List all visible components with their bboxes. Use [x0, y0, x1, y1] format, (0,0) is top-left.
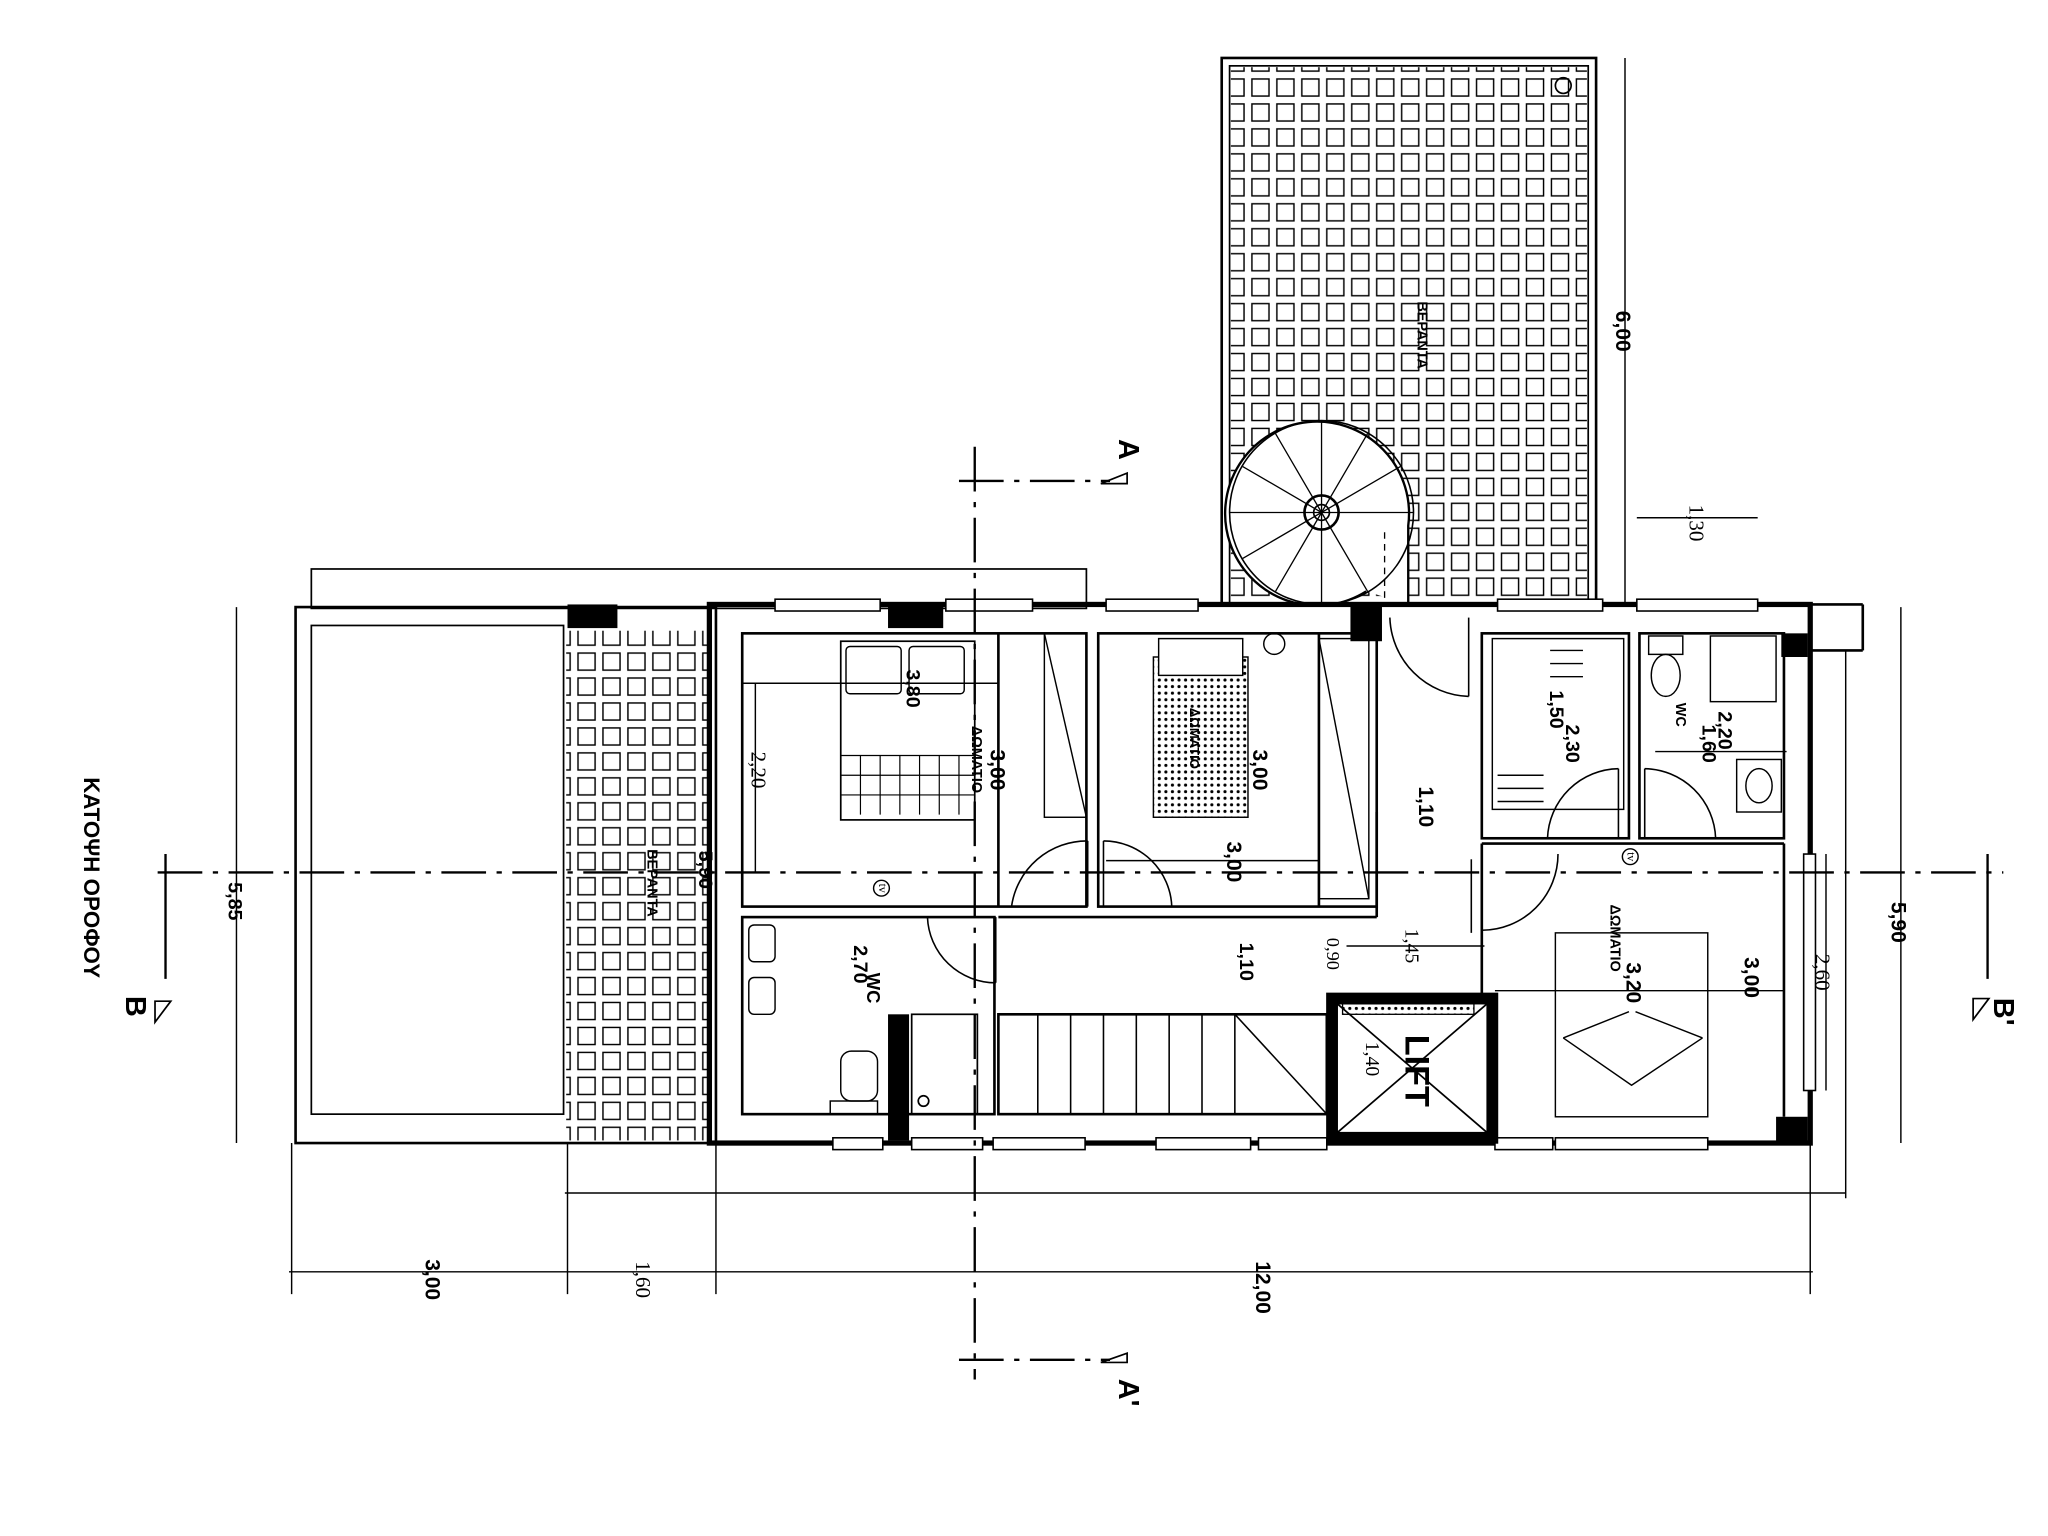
bedroom-1-label: ΔΩΜΑΤΙΟ — [968, 726, 984, 793]
dim-1-60-b: 1,60 — [631, 1261, 655, 1298]
section-lines — [154, 446, 2004, 1380]
left-veranda: ΒΕΡΑΝΤΑ — [294, 568, 1088, 1145]
plan-title: ΚΑΤΟΨΗ ΟΡΟΦΟΥ — [79, 777, 104, 978]
doors — [926, 617, 1717, 984]
dim-2-20-b: 2,20 — [1713, 711, 1735, 749]
dim-5-90-a: 5,90 — [694, 851, 716, 889]
dim-2-30: 2,30 — [1561, 725, 1583, 763]
labels: ΚΑΤΟΨΗ ΟΡΟΦΟΥ A A' B B' ΔΩΜΑΤΙΟ ΔΩΜΑΤΙΟ … — [79, 311, 2019, 1407]
lift-shaft: LIFT — [1326, 992, 1499, 1144]
dim-3-00-b: 3,00 — [1248, 750, 1271, 791]
dim-5-90-b: 5,90 — [1887, 902, 1910, 943]
dim-1-30: 1,30 — [1684, 505, 1708, 542]
veranda-left-label: ΒΕΡΑΝΤΑ — [644, 849, 660, 917]
dim-3-80: 3,80 — [901, 669, 923, 707]
drain-icon — [1554, 76, 1572, 95]
wc-left-label: WC — [863, 973, 884, 1004]
dim-1-45: 1,45 — [1401, 929, 1423, 964]
tv-label-2: tv — [1625, 852, 1639, 861]
dim-1-10-a: 1,10 — [1414, 786, 1437, 827]
lift-label: LIFT — [1398, 1035, 1436, 1107]
dim-6-00: 6,00 — [1611, 311, 1634, 352]
dim-3-00-d: 3,00 — [1740, 957, 1763, 998]
dim-3-00-e: 3,00 — [421, 1259, 444, 1300]
section-label-b-right: B' — [1987, 998, 2019, 1026]
section-label-a-top: A — [1112, 439, 1144, 460]
veranda-top-label: ΒΕΡΑΝΤΑ — [1413, 301, 1429, 369]
dim-1-60-a: 1,60 — [1698, 725, 1720, 763]
top-veranda: ΒΕΡΑΝΤΑ — [1220, 56, 1598, 607]
dim-1-10-b: 1,10 — [1235, 943, 1257, 981]
section-label-a-bottom: A' — [1112, 1379, 1144, 1407]
dim-3-20: 3,20 — [1621, 962, 1644, 1003]
dim-3-00-a: 3,00 — [986, 750, 1009, 791]
dim-2-20-a: 2,20 — [746, 752, 770, 789]
spiral-staircase — [1223, 419, 1415, 607]
dim-0-90: 0,90 — [1323, 938, 1343, 970]
dim-3-00-c: 3,00 — [1222, 841, 1245, 882]
dimension-lines — [235, 57, 1902, 1295]
dim-2-60: 2,60 — [1810, 954, 1834, 991]
wc-right-label: WC — [1672, 703, 1688, 728]
bedroom-3-label: ΔΩΜΑΤΙΟ — [1607, 904, 1623, 971]
dim-1-40: 1,40 — [1361, 1042, 1383, 1077]
dim-2-70: 2,70 — [849, 945, 871, 983]
dim-12-00: 12,00 — [1251, 1261, 1274, 1314]
bedroom-2-label: ΔΩΜΑΤΙΟ — [1187, 708, 1202, 769]
dim-1-50: 1,50 — [1545, 690, 1567, 728]
dim-5-85: 5,85 — [224, 882, 246, 920]
furniture — [748, 632, 1783, 1118]
section-label-b-left: B — [119, 996, 151, 1017]
tv-label-1: tv — [876, 884, 890, 893]
